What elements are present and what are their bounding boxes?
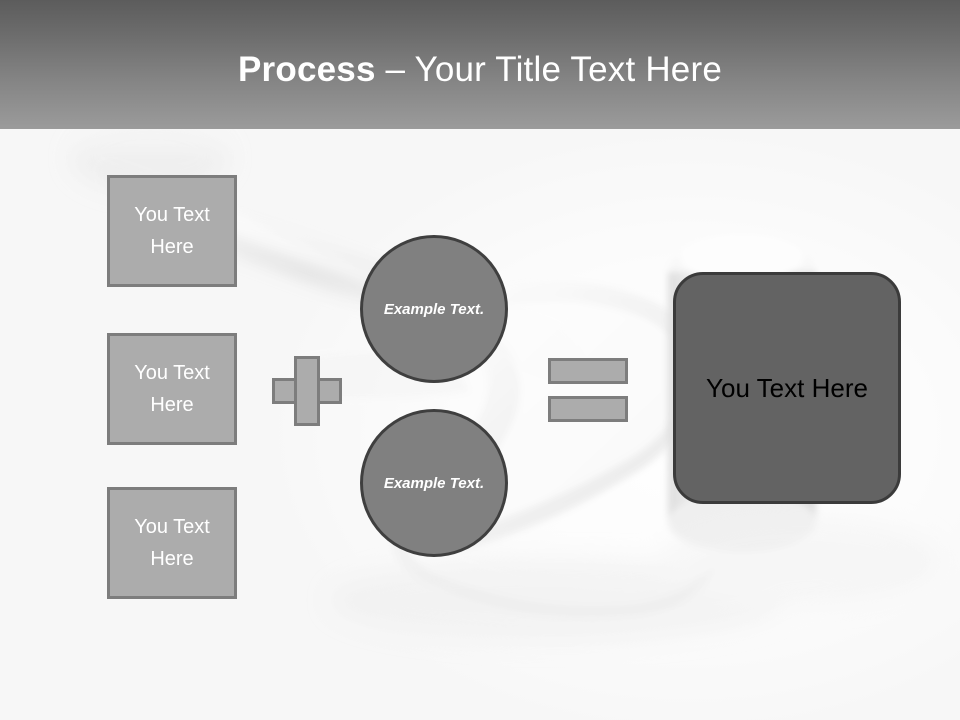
result-box[interactable]: You Text Here [673,272,901,504]
input-box-2-label: You Text Here [134,362,210,416]
plus-icon [272,356,342,426]
page-title-bold: Process [238,50,376,89]
result-box-label: You Text Here [706,373,868,403]
title-bar: Process – Your Title Text Here [0,0,960,129]
middle-circle-2-label: Example Text. [383,474,485,492]
middle-circle-1[interactable]: Example Text. [360,235,508,383]
input-box-3-label: You Text Here [134,516,210,570]
input-box-1[interactable]: You Text Here [107,175,237,287]
input-box-3[interactable]: You Text Here [107,487,237,599]
page-title: Process – Your Title Text Here [0,48,960,92]
page-title-rest: – Your Title Text Here [375,50,722,89]
middle-circle-2[interactable]: Example Text. [360,409,508,557]
input-box-2[interactable]: You Text Here [107,333,237,445]
equals-icon-top-bar [548,358,628,384]
middle-circle-1-label: Example Text. [383,300,485,318]
plus-icon-center-fill [297,381,317,401]
input-box-1-label: You Text Here [134,204,210,258]
equals-icon-bottom-bar [548,396,628,422]
equals-icon [548,358,628,422]
